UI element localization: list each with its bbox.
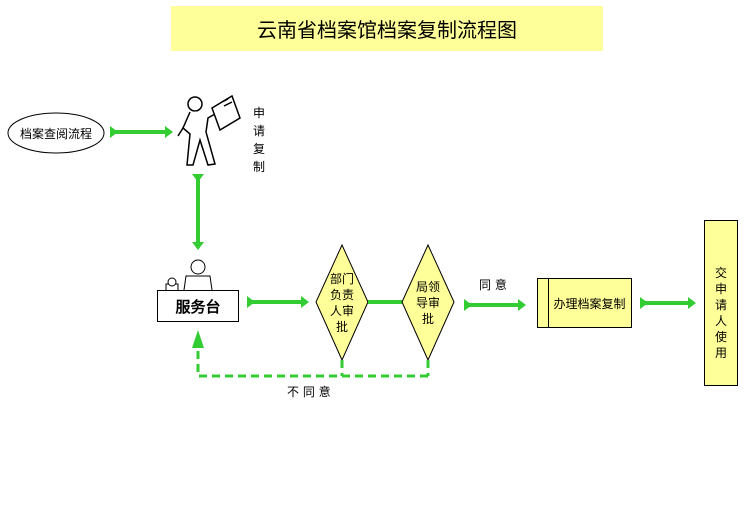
query-flow-label: 档案查阅流程 (19, 126, 92, 141)
query-flow-ellipse (7, 112, 105, 154)
arrow-leader-to-process (464, 299, 526, 311)
disagree-label: 不 同 意 (287, 385, 331, 399)
arrow-apply-to-service (192, 174, 204, 250)
apply-copy-label: 申请复制 (252, 106, 265, 174)
clerk-icon (165, 259, 213, 291)
disagree-return-path (196, 345, 430, 378)
deliver-label: 交 申 请 人 使 用 (714, 266, 727, 360)
arrow-service-to-dept (247, 296, 309, 308)
leader-approval-label: 局领 导审 批 (415, 280, 440, 326)
applicant-figure-icon (177, 94, 241, 166)
agree-label: 同 意 (479, 278, 507, 292)
diagram-title: 云南省档案馆档案复制流程图 (171, 6, 603, 51)
service-desk-label: 服务台 (175, 297, 221, 316)
arrow-query-to-apply (110, 126, 173, 138)
deliver-box: 交 申 请 人 使 用 (704, 220, 738, 386)
dept-approval-label: 部门 负责 人审 批 (329, 272, 354, 334)
return-arrow-head (192, 330, 204, 348)
process-copy-box: 办理档案复制 (537, 278, 632, 328)
service-desk-box: 服务台 (157, 290, 239, 322)
arrow-process-to-deliver (640, 297, 696, 309)
process-copy-label: 办理档案复制 (553, 296, 626, 311)
